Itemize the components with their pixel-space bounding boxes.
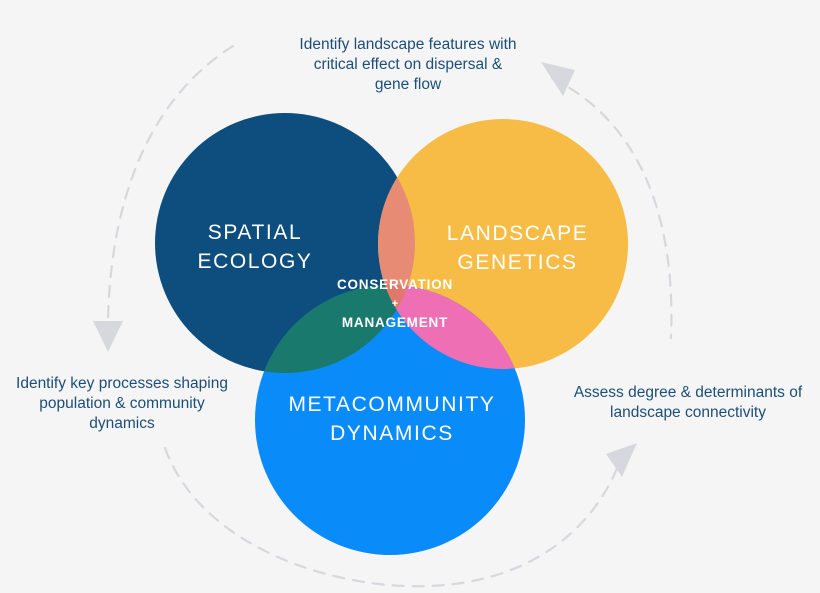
arc-bottom: [163, 446, 620, 588]
caption-left-key-processes: Identify key processes shaping populatio…: [16, 375, 228, 432]
dashed-flow-arcs: [106, 44, 673, 588]
arrowhead-left-down: [93, 321, 123, 352]
arrowhead-bottom-right-up: [606, 443, 637, 477]
caption-right-landscape-connectivity: Assess degree & determinants of landscap…: [573, 384, 803, 421]
arrowhead-top-right-up: [541, 62, 575, 96]
overlap-landscape-metacommunity: [378, 285, 525, 369]
arc-left: [106, 44, 235, 320]
arrowheads: [93, 62, 637, 477]
overlap-spatial-metacommunity: [255, 285, 415, 373]
caption-top-landscape-features: Identify landscape features with critica…: [299, 36, 517, 93]
